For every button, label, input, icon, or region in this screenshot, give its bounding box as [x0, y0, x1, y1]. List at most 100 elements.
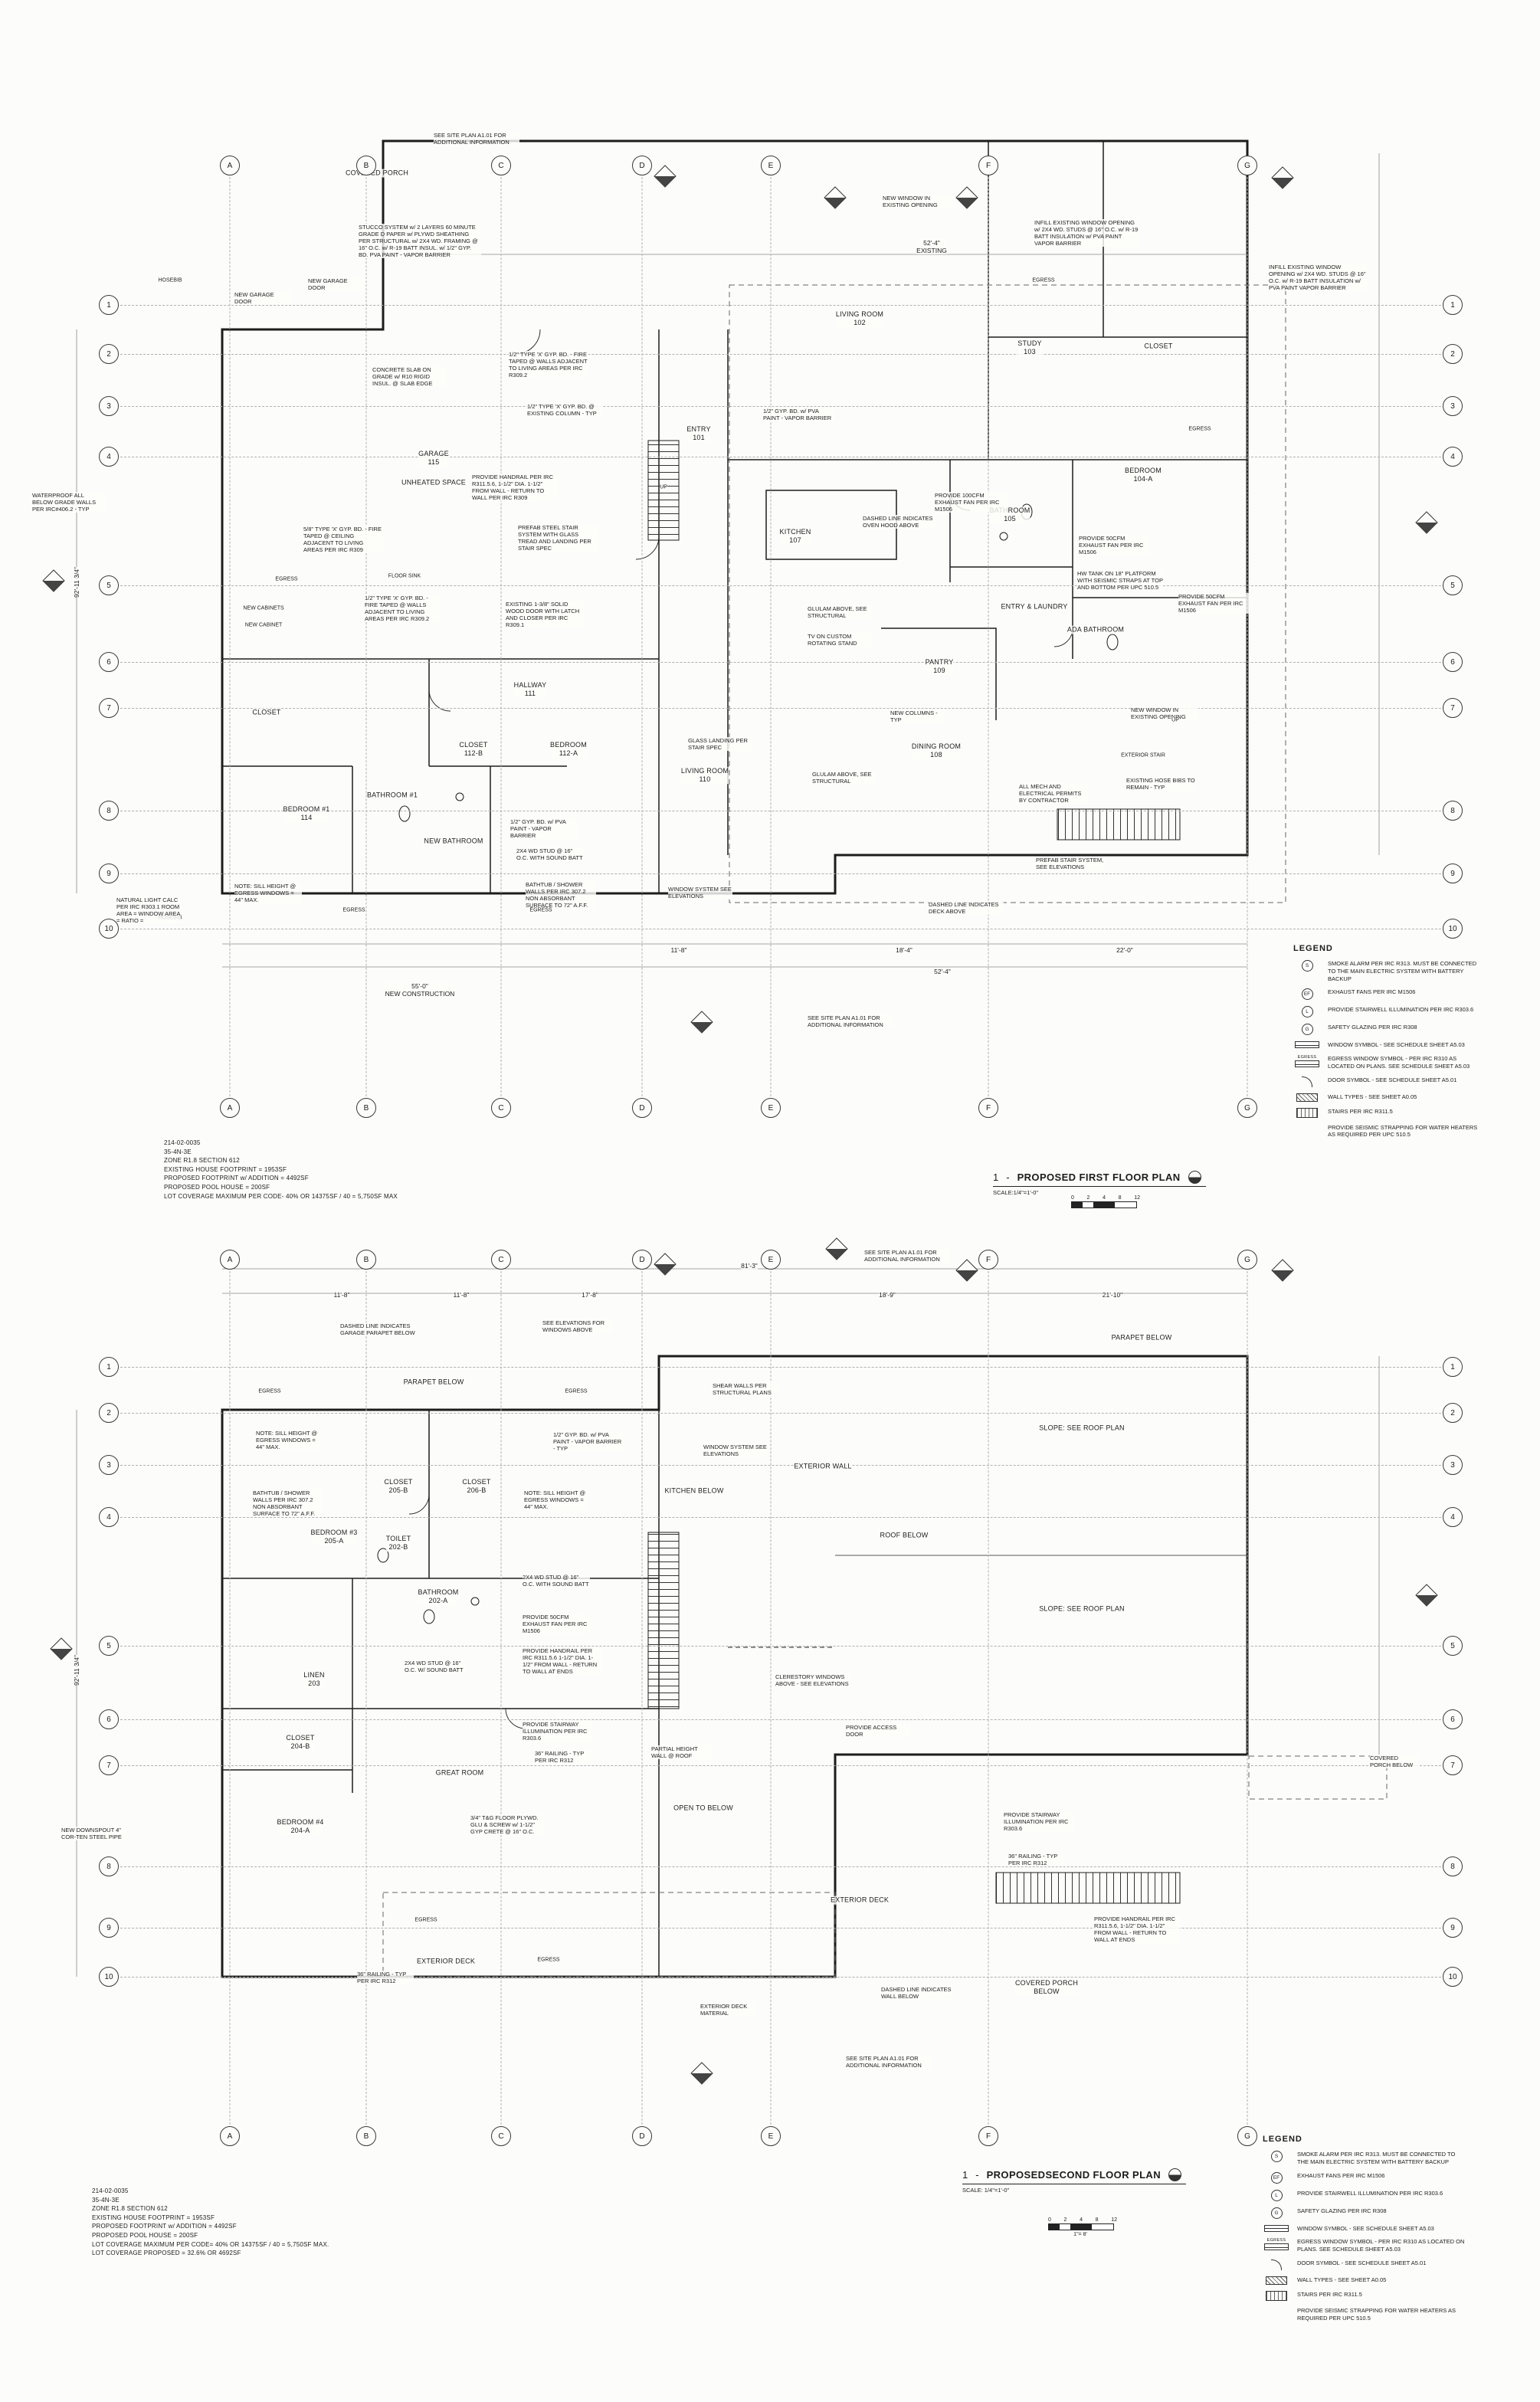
plan-note: WINDOW SYSTEM SEE ELEVATIONS [668, 886, 732, 900]
room-label: ENTRY 101 [686, 425, 711, 442]
room-label: CLOSET 204-B [286, 1734, 315, 1751]
room-label: GREAT ROOM [435, 1768, 484, 1778]
legend-item-text: DOOR SYMBOL - SEE SCHEDULE SHEET A5.01 [1328, 1076, 1457, 1083]
scale-bar-strip [1048, 2223, 1114, 2230]
plan-note: 1/2" GYP. BD. w/ PVA PAINT - VAPOR BARRI… [763, 408, 834, 421]
dimension-label: 81'-3" [741, 1261, 758, 1270]
safety-glazing-icon: G [1301, 1024, 1313, 1036]
plan-note: CONCRETE SLAB ON GRADE w/ R10 RIGID INSU… [372, 366, 446, 387]
grid-bubble: 9 [99, 863, 119, 883]
room-label: BATHROOM #1 [366, 791, 418, 800]
grid-bubble: 6 [99, 1709, 119, 1729]
legend-symbol-cell [1263, 2290, 1290, 2301]
room-label: BEDROOM #1 114 [283, 805, 330, 822]
tag-label: EGRESS [258, 1388, 281, 1394]
grid-bubble: E [761, 156, 781, 175]
grid-bubble: 10 [99, 919, 119, 939]
grid-bubble: 6 [1443, 1709, 1463, 1729]
grid-bubble: G [1237, 2126, 1257, 2146]
grid-bubble: 10 [1443, 919, 1463, 939]
legend-item: PROVIDE SEISMIC STRAPPING FOR WATER HEAT… [1263, 2307, 1468, 2322]
plan-note: GLULAM ABOVE, SEE STRUCTURAL [808, 605, 872, 619]
plan-title-row: 1 - PROPOSED FIRST FLOOR PLAN [993, 1171, 1206, 1187]
grid-bubble: 3 [1443, 1455, 1463, 1475]
plan-note: DASHED LINE INDICATES DECK ABOVE [929, 901, 1004, 915]
grid-bubble: F [978, 1098, 998, 1118]
grid-bubble: 9 [1443, 863, 1463, 883]
grid-line [988, 1260, 989, 2136]
safety-glazing-icon: G [1270, 2207, 1283, 2219]
stairs-icon [1266, 2290, 1287, 2301]
plan-callout-number: 1 [993, 1172, 999, 1183]
first-floor-walls [221, 139, 1286, 903]
plan-note: HW TANK ON 18" PLATFORM WITH SEISMIC STR… [1077, 570, 1163, 591]
plan-title-text: PROPOSED FIRST FLOOR PLAN [1017, 1172, 1181, 1183]
plan-note: NEW WINDOW IN EXISTING OPENING [883, 195, 953, 208]
grid-bubble: 1 [1443, 295, 1463, 315]
tag-label: EGRESS [275, 576, 298, 582]
legend-symbol-cell [1263, 2224, 1290, 2232]
second-floor-plan-title: 1 - PROPOSEDSECOND FLOOR PLAN SCALE: 1/4… [962, 2168, 1186, 2194]
room-label: CLOSET 205-B [384, 1478, 413, 1495]
grid-bubble: 8 [99, 801, 119, 821]
room-label: LINEN 203 [303, 1671, 325, 1688]
room-label: SLOPE: SEE ROOF PLAN [1039, 1424, 1125, 1433]
tag-label: NEW CABINET [244, 622, 283, 628]
grid-bubble: 9 [99, 1918, 119, 1938]
legend-item-text: PROVIDE STAIRWELL ILLUMINATION PER IRC R… [1328, 1006, 1474, 1014]
legend-item-text: EXHAUST FANS PER IRC M1506 [1297, 2171, 1385, 2179]
scale-bar-segment [1115, 1202, 1136, 1208]
grid-bubble: C [491, 1098, 511, 1118]
legend-item-text: PROVIDE SEISMIC STRAPPING FOR WATER HEAT… [1297, 2306, 1456, 2322]
legend-item-text: SMOKE ALARM PER IRC R313. MUST BE CONNEC… [1328, 960, 1477, 982]
room-label: HALLWAY 111 [513, 681, 547, 698]
tag-label: EGRESS [565, 1388, 588, 1394]
plan-note: COVERED PORCH BELOW [1370, 1755, 1419, 1768]
room-label: EXTERIOR DECK [416, 1957, 476, 1966]
grid-bubble: E [761, 1098, 781, 1118]
dimension-label: 11'-8" [453, 1290, 470, 1299]
plan-note: 1/2" GYP. BD. w/ PVA PAINT - VAPOR BARRI… [553, 1431, 624, 1452]
grid-bubble: D [632, 1098, 652, 1118]
legend-title: LEGEND [1293, 944, 1333, 953]
door-symbol-icon [1302, 1076, 1312, 1087]
room-label: PARAPET BELOW [403, 1378, 464, 1387]
grid-bubble: 1 [1443, 1357, 1463, 1377]
legend-item-text: WALL TYPES - SEE SHEET A0.05 [1297, 2276, 1387, 2283]
project-info-line: EXISTING HOUSE FOOTPRINT = 1953SF [164, 1165, 287, 1173]
plan-scale-label: SCALE:1/4"=1'-0" [993, 1189, 1039, 1196]
plan-note: PREFAB STAIR SYSTEM, SEE ELEVATIONS [1036, 857, 1106, 870]
grid-line [109, 354, 1453, 355]
plan-note: STUCCO SYSTEM w/ 2 LAYERS 60 MINUTE GRAD… [359, 224, 481, 258]
egress-window-glyph [1264, 2243, 1289, 2251]
legend-item-text: PROVIDE STAIRWELL ILLUMINATION PER IRC R… [1297, 2189, 1443, 2197]
room-label: UNHEATED SPACE [401, 478, 466, 487]
plan-note: SEE SITE PLAN A1.01 FOR ADDITIONAL INFOR… [846, 2055, 932, 2069]
grid-bubble: 3 [1443, 396, 1463, 416]
plan-note: 2X4 WD STUD @ 16" O.C. W/ SOUND BATT [405, 1660, 466, 1673]
plan-note: DASHED LINE INDICATES OVEN HOOD ABOVE [863, 515, 936, 529]
grid-line [109, 1367, 1453, 1368]
first-floor-plan-title: 1 - PROPOSED FIRST FLOOR PLAN SCALE:1/4"… [993, 1171, 1206, 1196]
grid-bubble: 8 [1443, 1856, 1463, 1876]
wall-types-icon [1266, 2276, 1287, 2285]
window-symbol-icon [1295, 1041, 1319, 1049]
legend-item: STAIRS PER IRC R311.5 [1263, 2290, 1468, 2301]
tag-label: UP [1171, 717, 1179, 723]
grid-line [109, 1517, 1453, 1518]
room-label: CLOSET 112-B [459, 741, 488, 758]
room-label: KITCHEN BELOW [664, 1486, 724, 1496]
grid-bubble: 5 [1443, 1636, 1463, 1656]
egress-window-symbol-icon: EGRESS [1295, 1055, 1319, 1067]
plan-note: PARTIAL HEIGHT WALL @ ROOF [651, 1745, 713, 1759]
plan-note: 36" RAILING - TYP PER IRC R312 [357, 1971, 414, 1984]
grid-bubble: G [1237, 156, 1257, 175]
legend-symbol-cell [1263, 2259, 1290, 2270]
plan-note: 1/2" GYP. BD. w/ PVA PAINT - VAPOR BARRI… [510, 818, 578, 839]
project-info-line: ZONE R1.8 SECTION 612 [92, 2205, 168, 2213]
room-label: EXTERIOR WALL [794, 1462, 852, 1471]
